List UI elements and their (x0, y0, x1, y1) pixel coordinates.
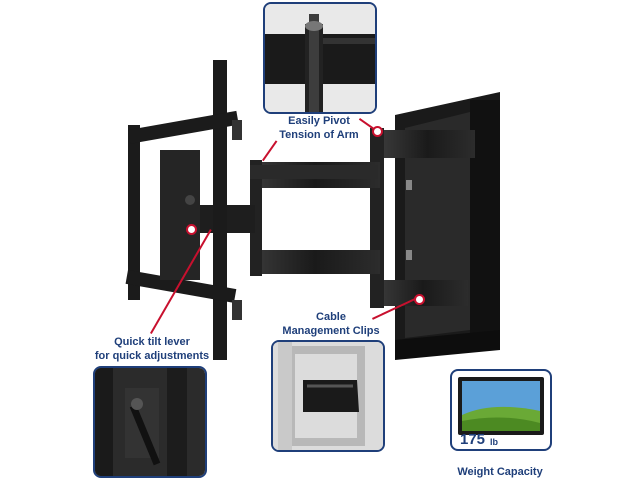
tilt-callout: Quick tilt lever for quick adjustments (92, 335, 212, 363)
pivot-callout-line2: Tension of Arm (279, 129, 359, 141)
hinge-closeup-image (265, 4, 375, 112)
cable-callout-line1: Cable (316, 311, 346, 323)
cable-clip-closeup-image (273, 342, 383, 450)
tv-screen-icon (458, 377, 544, 435)
pivot-hinge-inset (263, 2, 377, 114)
weight-capacity-label: Weight Capacity (457, 466, 543, 478)
cable-callout: Cable Management Clips (276, 310, 386, 338)
cable-point-marker (414, 294, 425, 305)
tilt-callout-line1: Quick tilt lever (114, 336, 190, 348)
tilt-lever-closeup-image (95, 368, 205, 476)
tv-bracket (125, 60, 242, 360)
pivot-point-marker (372, 126, 383, 137)
cable-callout-line2: Management Clips (282, 325, 380, 337)
weight-capacity-badge: 175 lb (450, 369, 552, 451)
weight-capacity-unit: lb (490, 437, 498, 447)
pivot-callout: Easily Pivot Tension of Arm (274, 114, 364, 142)
cable-clip-inset (271, 340, 385, 452)
weight-capacity-value: 175 (460, 431, 486, 448)
tilt-point-marker (186, 224, 197, 235)
tilt-callout-line2: for quick adjustments (94, 350, 210, 362)
tilt-lever-inset (93, 366, 207, 478)
pivot-callout-line1: Easily Pivot (288, 115, 350, 127)
